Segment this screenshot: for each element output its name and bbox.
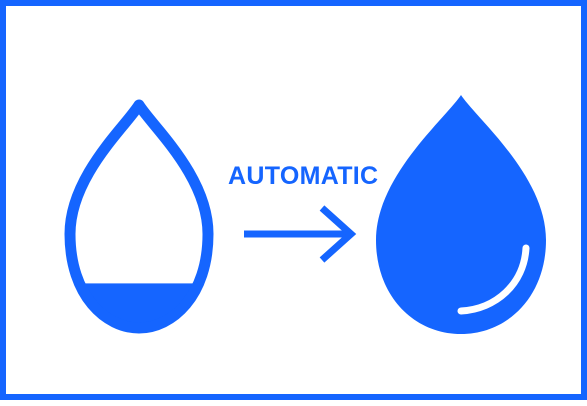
drop-outline (64, 99, 214, 334)
diagram-canvas (64, 95, 546, 334)
water-drop-full-icon (376, 95, 546, 334)
automatic-label: AUTOMATIC (228, 162, 379, 190)
water-drop-low-icon (64, 99, 214, 334)
drop-body (376, 95, 546, 334)
drop-highlight (457, 244, 530, 315)
arrow-right-icon (244, 205, 357, 263)
arrow-head (319, 205, 357, 263)
